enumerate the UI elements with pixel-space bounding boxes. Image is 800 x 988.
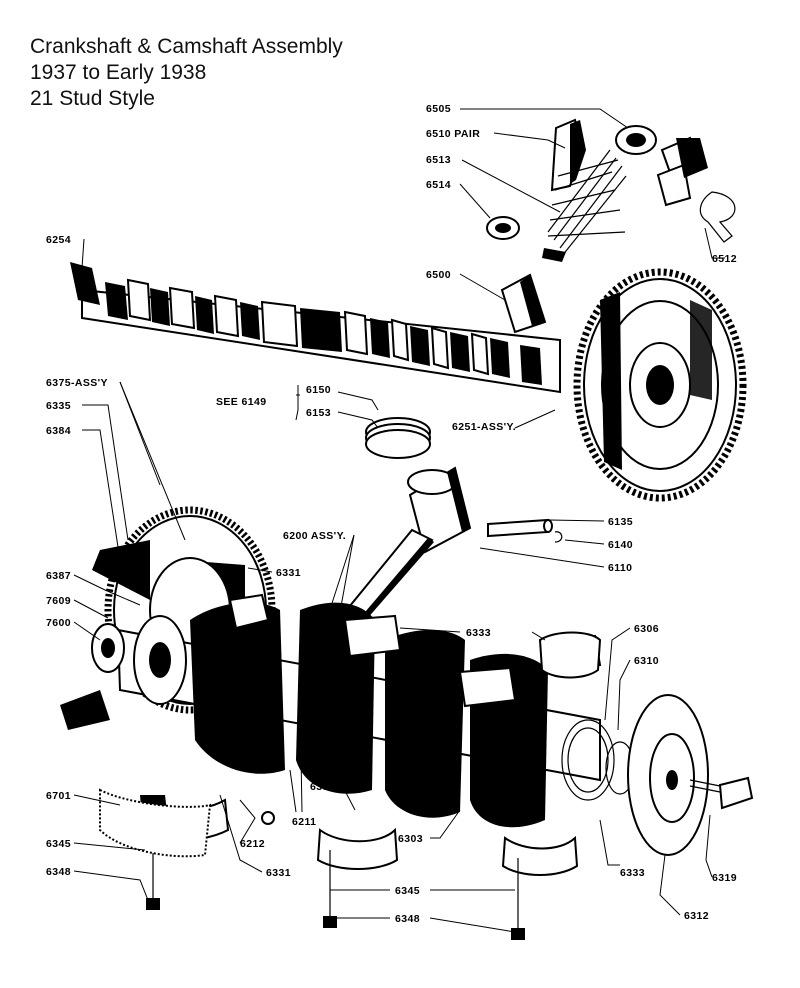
label-6303: 6303: [398, 833, 423, 845]
label-6701: 6701: [46, 790, 71, 802]
label-6135: 6135: [608, 516, 633, 528]
crankshaft: [91, 593, 754, 856]
piston-and-rod: [343, 417, 563, 622]
label-6212: 6212: [240, 838, 265, 850]
label-6333-upper: 6333: [466, 627, 491, 639]
label-6110: 6110: [608, 562, 632, 574]
label-6387: 6387: [46, 570, 71, 582]
label-6310: 6310: [634, 655, 659, 667]
label-6333-lower: 6333: [620, 867, 645, 879]
label-6333-middle: 6333: [310, 781, 335, 793]
label-6153: 6153: [306, 407, 331, 419]
label-6348-left: 6348: [46, 866, 71, 878]
part-labels: 6505 6510 PAIR 6513 6514 6512 6500 6254 …: [46, 103, 737, 925]
label-6345-center: 6345: [395, 885, 420, 897]
valve-parts: [486, 118, 736, 334]
label-6348-center: 6348: [395, 913, 420, 925]
label-6312: 6312: [684, 910, 709, 922]
label-7609: 7609: [46, 595, 71, 607]
label-6514: 6514: [426, 179, 451, 191]
label-6140: 6140: [608, 539, 633, 551]
label-6510: 6510 PAIR: [426, 128, 480, 140]
label-6512: 6512: [712, 253, 737, 265]
label-6505: 6505: [426, 103, 451, 115]
leader-lines: [73, 108, 725, 933]
label-6345-left: 6345: [46, 838, 71, 850]
label-6331-lower: 6331: [266, 867, 291, 879]
label-6500: 6500: [426, 269, 451, 281]
label-6513: 6513: [426, 154, 451, 166]
label-6335: 6335: [46, 400, 71, 412]
diagram-title: Crankshaft & Camshaft Assembly 1937 to E…: [30, 34, 450, 112]
title-line-1: Crankshaft & Camshaft Assembly: [30, 35, 343, 58]
title-line-3: 21 Stud Style: [30, 87, 155, 110]
bearing-caps-and-bolts: [60, 631, 602, 940]
label-6306: 6306: [634, 623, 659, 635]
label-6375: 6375-ASS'Y: [46, 377, 108, 389]
title-line-2: 1937 to Early 1938: [30, 61, 207, 84]
label-6331-upper: 6331: [276, 567, 301, 579]
label-6251: 6251-ASS'Y.: [452, 421, 516, 433]
label-6254: 6254: [46, 234, 71, 246]
label-6384: 6384: [46, 425, 71, 437]
camshaft-gear: [573, 268, 747, 502]
label-6211: 6211: [292, 816, 316, 828]
label-6200: 6200 ASS'Y.: [283, 530, 346, 542]
camshaft: [70, 262, 561, 394]
label-7600: 7600: [46, 617, 71, 629]
label-see-6149: SEE 6149: [216, 396, 267, 408]
label-6150: 6150: [306, 384, 331, 396]
label-6319: 6319: [712, 872, 737, 884]
